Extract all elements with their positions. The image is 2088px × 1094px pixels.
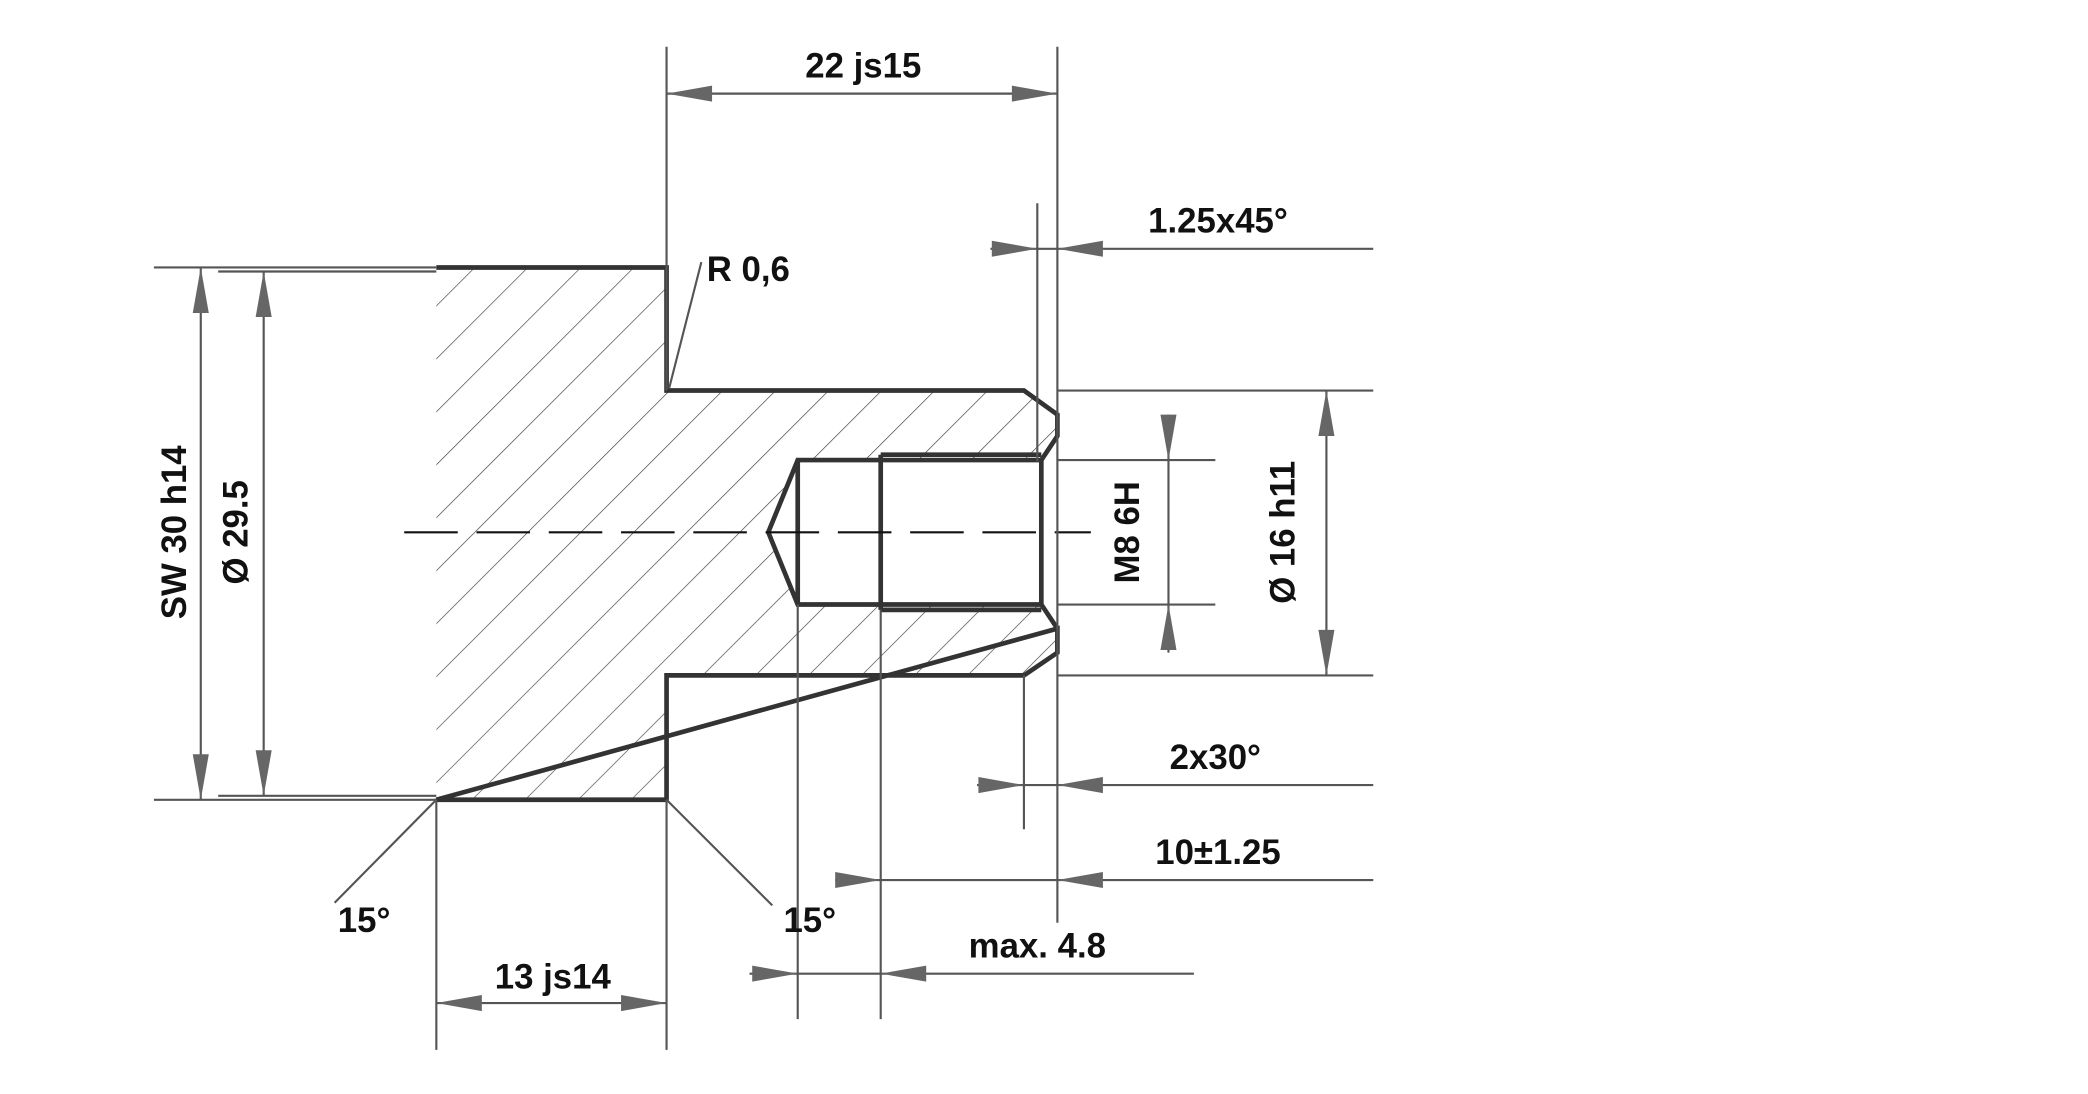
bore-outline [765, 452, 1060, 630]
label-across-flats: SW 30 h14 [156, 445, 194, 619]
label-shank-diameter: Ø 16 h11 [1264, 461, 1302, 604]
part-section [404, 265, 1091, 803]
label-chamfer-rear: 2x30° [1170, 739, 1261, 777]
label-head-length: 13 js14 [495, 958, 612, 996]
label-thread: M8 6H [1109, 481, 1147, 583]
label-head-diameter: Ø 29.5 [218, 480, 256, 584]
hatched-section [436, 267, 1058, 800]
dimension-labels: 22 js15 1.25x45° R 0,6 SW 30 h14 Ø 29.5 … [156, 48, 1302, 997]
label-angle-right: 15° [783, 902, 836, 940]
label-undercut-max: max. 4.8 [969, 928, 1106, 966]
label-thread-depth: 10±1.25 [1155, 834, 1280, 872]
label-angle-left: 15° [338, 902, 391, 940]
label-overall-length: 22 js15 [805, 48, 921, 86]
label-chamfer-front: 1.25x45° [1148, 203, 1288, 241]
dimension-lines [192, 85, 1374, 1012]
label-radius: R 0,6 [707, 251, 790, 289]
